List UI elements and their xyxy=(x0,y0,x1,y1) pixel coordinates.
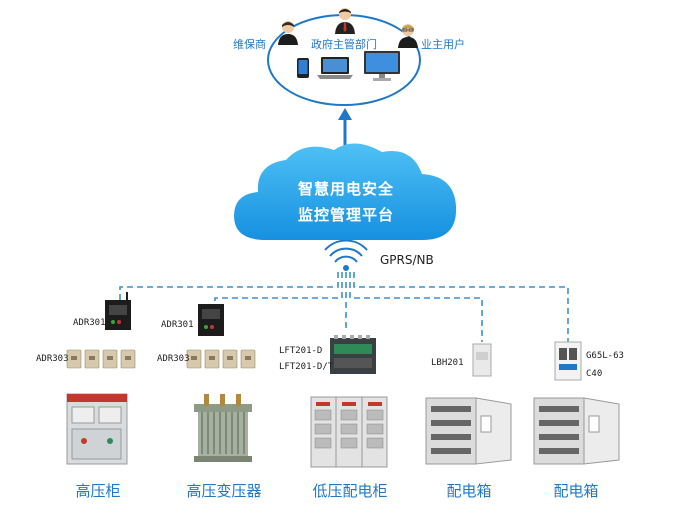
network-label: GPRS/NB xyxy=(380,253,434,267)
label-lft201-dt: LFT201-D/T xyxy=(279,362,334,372)
label-lbh201: LBH201 xyxy=(431,358,464,368)
distribution-box-1-image xyxy=(425,397,512,465)
person-maintainer-icon xyxy=(278,21,298,45)
label-g65l: G65L-63 xyxy=(586,351,624,361)
label-adr301-left: ADR301 xyxy=(73,318,106,328)
platform-title-line2: 监控管理平台 xyxy=(297,206,394,224)
upload-arrow-head xyxy=(338,108,352,120)
adr301-meter-right xyxy=(198,304,224,336)
laptop-icon xyxy=(317,57,353,79)
desktop-icon xyxy=(364,51,400,81)
label-owner: 业主用户 xyxy=(421,38,465,51)
label-adr303-right: ADR303 xyxy=(157,354,190,364)
distribution-box-2-image xyxy=(533,397,620,465)
cloud-platform-shape xyxy=(234,143,457,240)
label-government: 政府主管部门 xyxy=(311,38,377,51)
lbh201-module xyxy=(472,343,492,377)
adr303-modules-right xyxy=(186,349,256,369)
label-hv-cabinet: 高压柜 xyxy=(75,482,121,500)
platform-title-line1: 智慧用电安全 xyxy=(297,180,394,198)
label-distribution-box-2: 配电箱 xyxy=(553,482,599,500)
lv-cabinet-image xyxy=(310,396,388,468)
g65l-breaker xyxy=(554,341,582,381)
label-hv-transformer: 高压变压器 xyxy=(186,482,262,500)
person-government-icon xyxy=(335,8,355,34)
lft201-module xyxy=(330,335,376,374)
label-maintainer: 维保商 xyxy=(233,38,266,51)
adr301-meter-left xyxy=(105,292,131,330)
hv-transformer-image xyxy=(194,394,252,462)
label-adr303-left: ADR303 xyxy=(36,354,69,364)
adr303-modules-left xyxy=(66,349,136,369)
phone-icon xyxy=(297,58,309,78)
person-owner-icon xyxy=(398,24,418,48)
label-lv-cabinet: 低压配电柜 xyxy=(312,482,388,500)
dashed-links xyxy=(119,272,569,342)
label-distribution-box-1: 配电箱 xyxy=(446,482,492,500)
hv-cabinet-image xyxy=(66,393,128,465)
label-c40: C40 xyxy=(586,369,603,379)
label-adr301-right: ADR301 xyxy=(161,320,194,330)
wireless-signal-icon xyxy=(324,239,368,263)
label-lft201-d: LFT201-D xyxy=(279,346,323,356)
